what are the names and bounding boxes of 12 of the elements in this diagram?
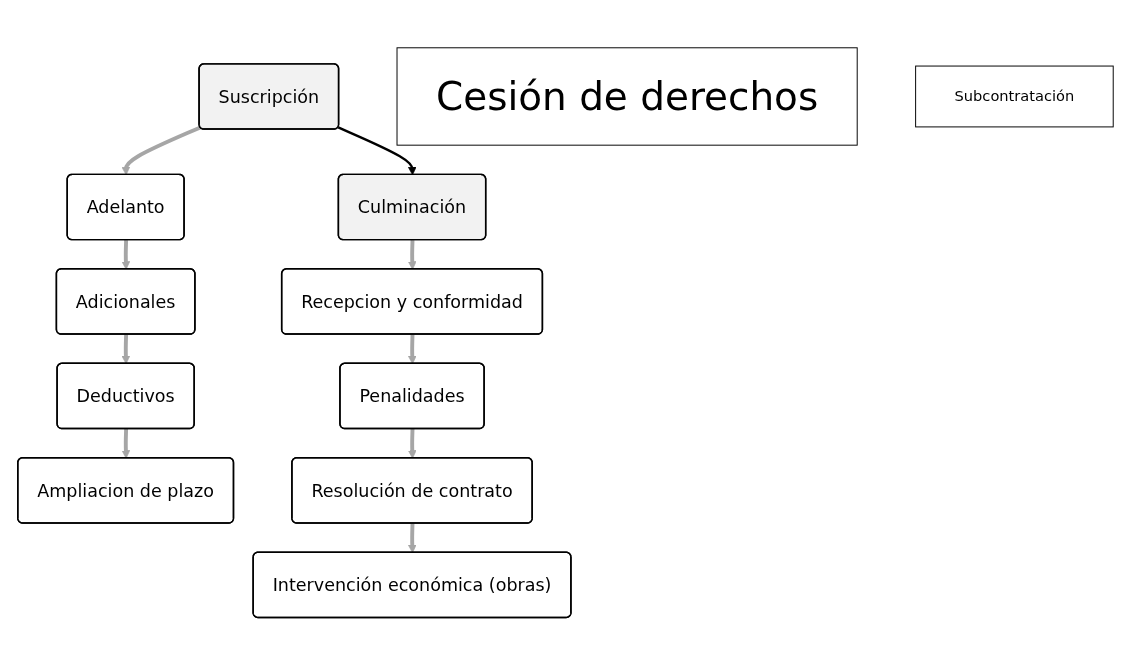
process-box: Deductivos: [56, 362, 195, 430]
process-box: Suscripción: [198, 63, 340, 131]
text-box: Cesión de derechos: [396, 47, 858, 147]
process-box: Adicionales: [55, 268, 196, 336]
text-box: Subcontratación: [915, 65, 1114, 128]
process-box: Adelanto: [66, 174, 185, 241]
process-box: Recepcion y conformidad: [280, 268, 544, 336]
process-box: Intervención económica (obras): [252, 551, 572, 619]
process-box: Resolución de contrato: [291, 457, 533, 525]
process-box: Ampliacion de plazo: [17, 457, 235, 525]
process-box: Culminación: [337, 174, 487, 241]
process-box: Penalidades: [339, 362, 485, 430]
